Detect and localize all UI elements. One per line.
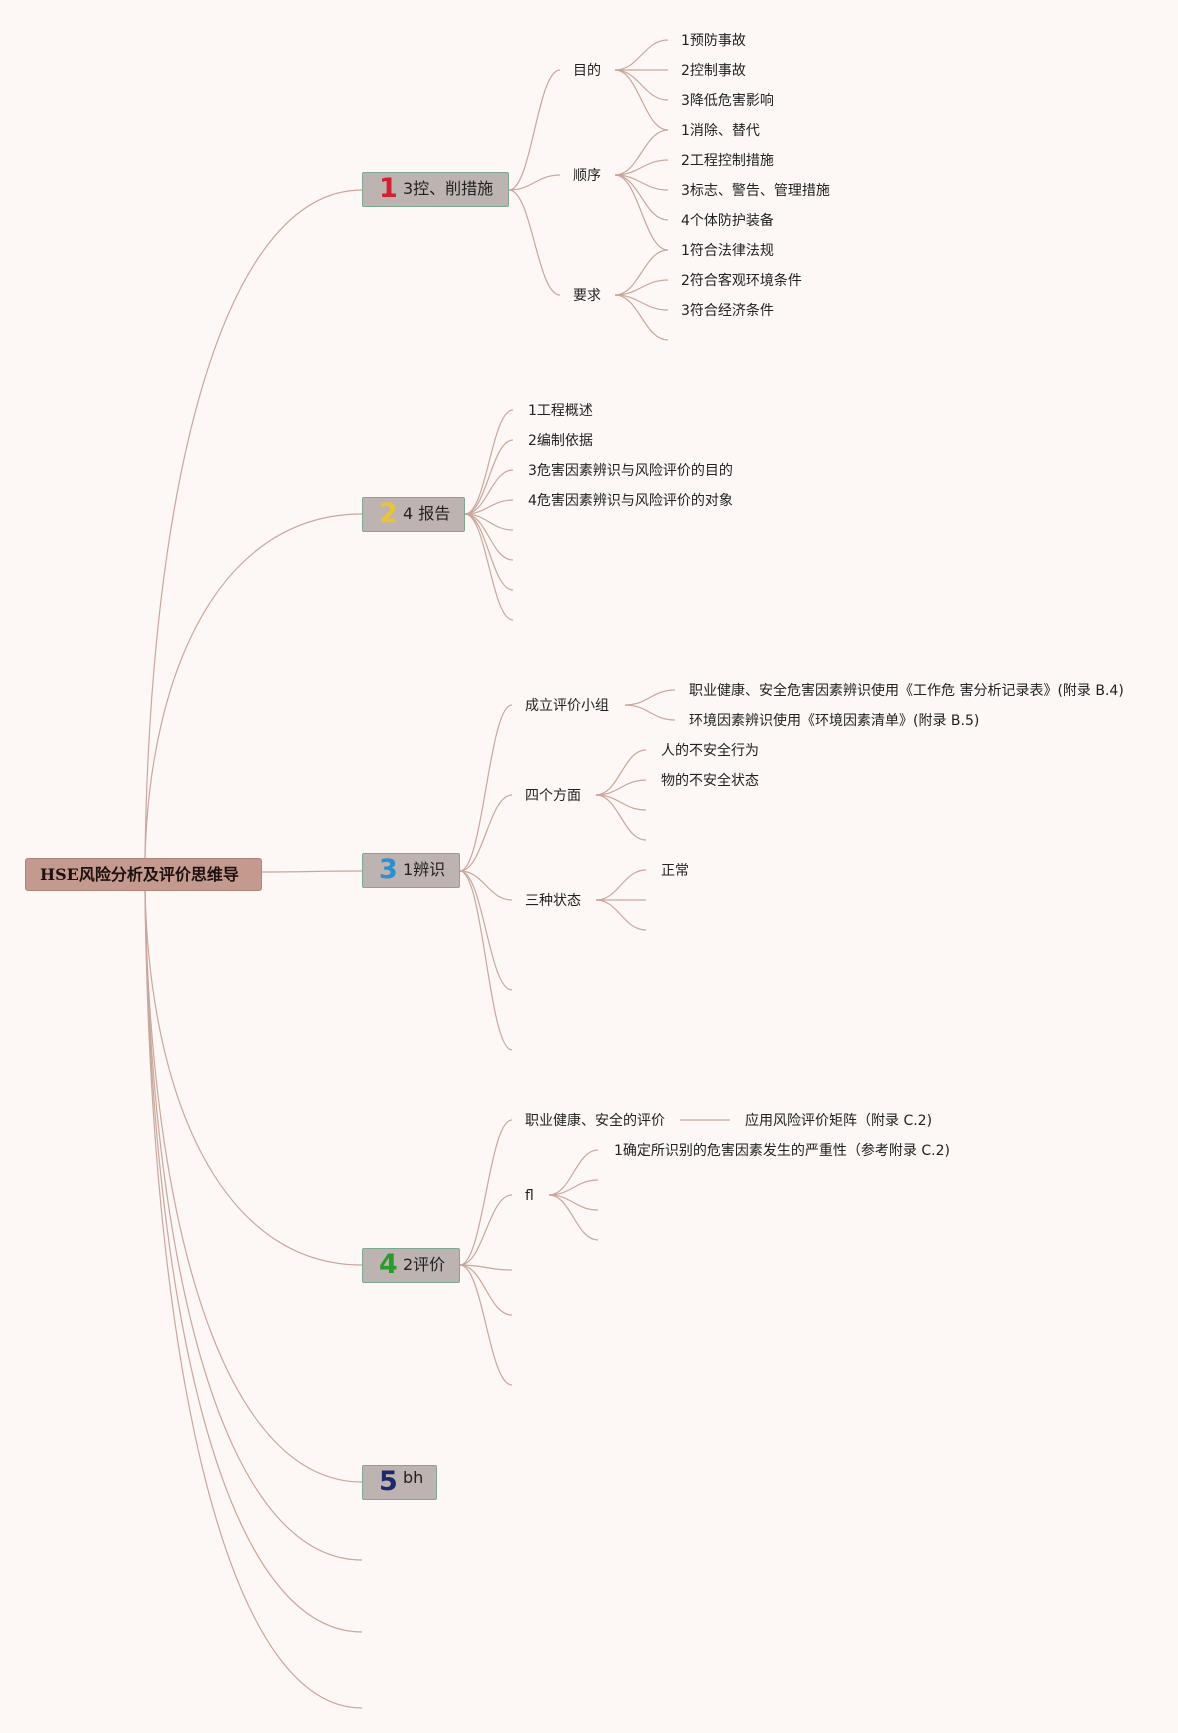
connector-line <box>595 899 647 931</box>
connector-line <box>614 174 669 221</box>
b4-fl-label[interactable]: fl <box>525 1188 534 1204</box>
b1-order-item[interactable]: 3标志、警告、管理措施 <box>681 183 830 199</box>
connector-line <box>614 279 669 296</box>
b2-item[interactable]: 1工程概述 <box>528 403 593 419</box>
b1-purpose-item[interactable]: 2控制事故 <box>681 63 746 79</box>
b2-item[interactable]: 2编制依据 <box>528 433 593 449</box>
connector-line <box>459 870 513 901</box>
connector-line <box>508 69 561 191</box>
connector-line <box>548 1179 599 1196</box>
connector-line <box>144 513 363 859</box>
connector-line <box>614 69 669 131</box>
connector-line <box>614 294 669 341</box>
branch-1-label: 3控、削措施 <box>403 179 494 198</box>
connector-line <box>595 869 647 901</box>
connector-line <box>595 794 647 841</box>
b1-requirements-item[interactable]: 2符合客观环境条件 <box>681 273 802 289</box>
branch-1-node[interactable]: 1 3控、削措施 <box>362 172 509 207</box>
connector-line <box>144 890 363 1633</box>
connector-line <box>464 469 514 515</box>
b1-purpose-item[interactable]: 3降低危害影响 <box>681 93 774 109</box>
connector-line <box>459 1264 513 1271</box>
b1-order-item[interactable]: 1消除、替代 <box>681 123 760 139</box>
b1-purpose-item[interactable]: 1预防事故 <box>681 33 746 49</box>
connector-line <box>261 870 363 873</box>
connector-line <box>624 689 676 706</box>
connector-line <box>464 513 514 591</box>
b4-ohs-child[interactable]: 应用风险评价矩阵（附录 C.2) <box>745 1113 933 1129</box>
connector-line <box>614 174 669 251</box>
connector-line <box>144 890 363 1483</box>
b1-requirements-label[interactable]: 要求 <box>573 288 601 304</box>
b1-purpose-label[interactable]: 目的 <box>573 63 601 79</box>
connector-line <box>548 1194 599 1241</box>
number-1-icon: 1 <box>379 173 398 204</box>
connector-line <box>614 249 669 296</box>
b1-order-item[interactable]: 2工程控制措施 <box>681 153 774 169</box>
b3-aspects-item[interactable]: 人的不安全行为 <box>661 743 759 759</box>
connector-line <box>614 39 669 71</box>
connector-line <box>614 129 669 176</box>
connector-line <box>144 890 363 1709</box>
number-3-icon: 3 <box>379 854 398 885</box>
connector-line <box>595 749 647 796</box>
branch-3-label: 1辨识 <box>403 860 446 879</box>
connector-line <box>464 513 514 621</box>
connector-line <box>508 189 561 296</box>
connector-line <box>614 69 669 101</box>
connector-line <box>464 513 514 561</box>
branch-5-label: bh <box>403 1468 424 1487</box>
branch-5-node[interactable]: 5 bh <box>362 1465 437 1500</box>
connector-line <box>144 890 363 1266</box>
number-5-icon: 5 <box>379 1466 398 1497</box>
connector-line <box>459 794 513 872</box>
branch-4-label: 2评价 <box>403 1255 446 1274</box>
b3-team-item[interactable]: 职业健康、安全危害因素辨识使用《工作危 害分析记录表》(附录 B.4) <box>689 683 1124 699</box>
b2-item[interactable]: 3危害因素辨识与风险评价的目的 <box>528 463 733 479</box>
b4-fl-item[interactable]: 1确定所识别的危害因素发生的严重性（参考附录 C.2) <box>614 1143 950 1159</box>
connector-line <box>464 439 514 515</box>
b3-team-label[interactable]: 成立评价小组 <box>525 698 609 714</box>
root-node[interactable]: HSE风险分析及评价思维导 <box>25 858 262 891</box>
connector-line <box>624 704 676 721</box>
connector-line <box>459 704 513 872</box>
b1-requirements-item[interactable]: 3符合经济条件 <box>681 303 774 319</box>
number-2-icon: 2 <box>379 498 398 529</box>
connector-line <box>459 1119 513 1266</box>
connector-line <box>459 1264 513 1316</box>
connector-line <box>144 890 363 1561</box>
connector-line <box>595 779 647 796</box>
branch-4-node[interactable]: 4 2评价 <box>362 1248 460 1283</box>
connector-line <box>459 1264 513 1386</box>
b3-aspects-label[interactable]: 四个方面 <box>525 788 581 804</box>
b3-states-item[interactable]: 正常 <box>661 863 689 879</box>
connector-line <box>614 159 669 176</box>
b1-requirements-item[interactable]: 1符合法律法规 <box>681 243 774 259</box>
connector-line <box>508 174 561 191</box>
branch-2-label: 4 报告 <box>403 504 451 523</box>
b2-item[interactable]: 4危害因素辨识与风险评价的对象 <box>528 493 733 509</box>
branch-2-node[interactable]: 2 4 报告 <box>362 497 465 532</box>
connector-line <box>464 499 514 515</box>
connector-line <box>144 189 363 859</box>
b3-team-item[interactable]: 环境因素辨识使用《环境因素清单》(附录 B.5) <box>689 713 980 729</box>
connector-line <box>459 870 513 1051</box>
branch-3-node[interactable]: 3 1辨识 <box>362 853 460 888</box>
b3-states-label[interactable]: 三种状态 <box>525 893 581 909</box>
b1-order-label[interactable]: 顺序 <box>573 168 601 184</box>
b1-order-item[interactable]: 4个体防护装备 <box>681 213 774 229</box>
b4-ohs-label[interactable]: 职业健康、安全的评价 <box>525 1113 665 1129</box>
connector-line <box>459 870 513 991</box>
number-4-icon: 4 <box>379 1249 398 1280</box>
connector-line <box>548 1149 599 1196</box>
connector-line <box>464 409 514 515</box>
connector-line <box>459 1194 513 1266</box>
b3-aspects-item[interactable]: 物的不安全状态 <box>661 773 759 789</box>
